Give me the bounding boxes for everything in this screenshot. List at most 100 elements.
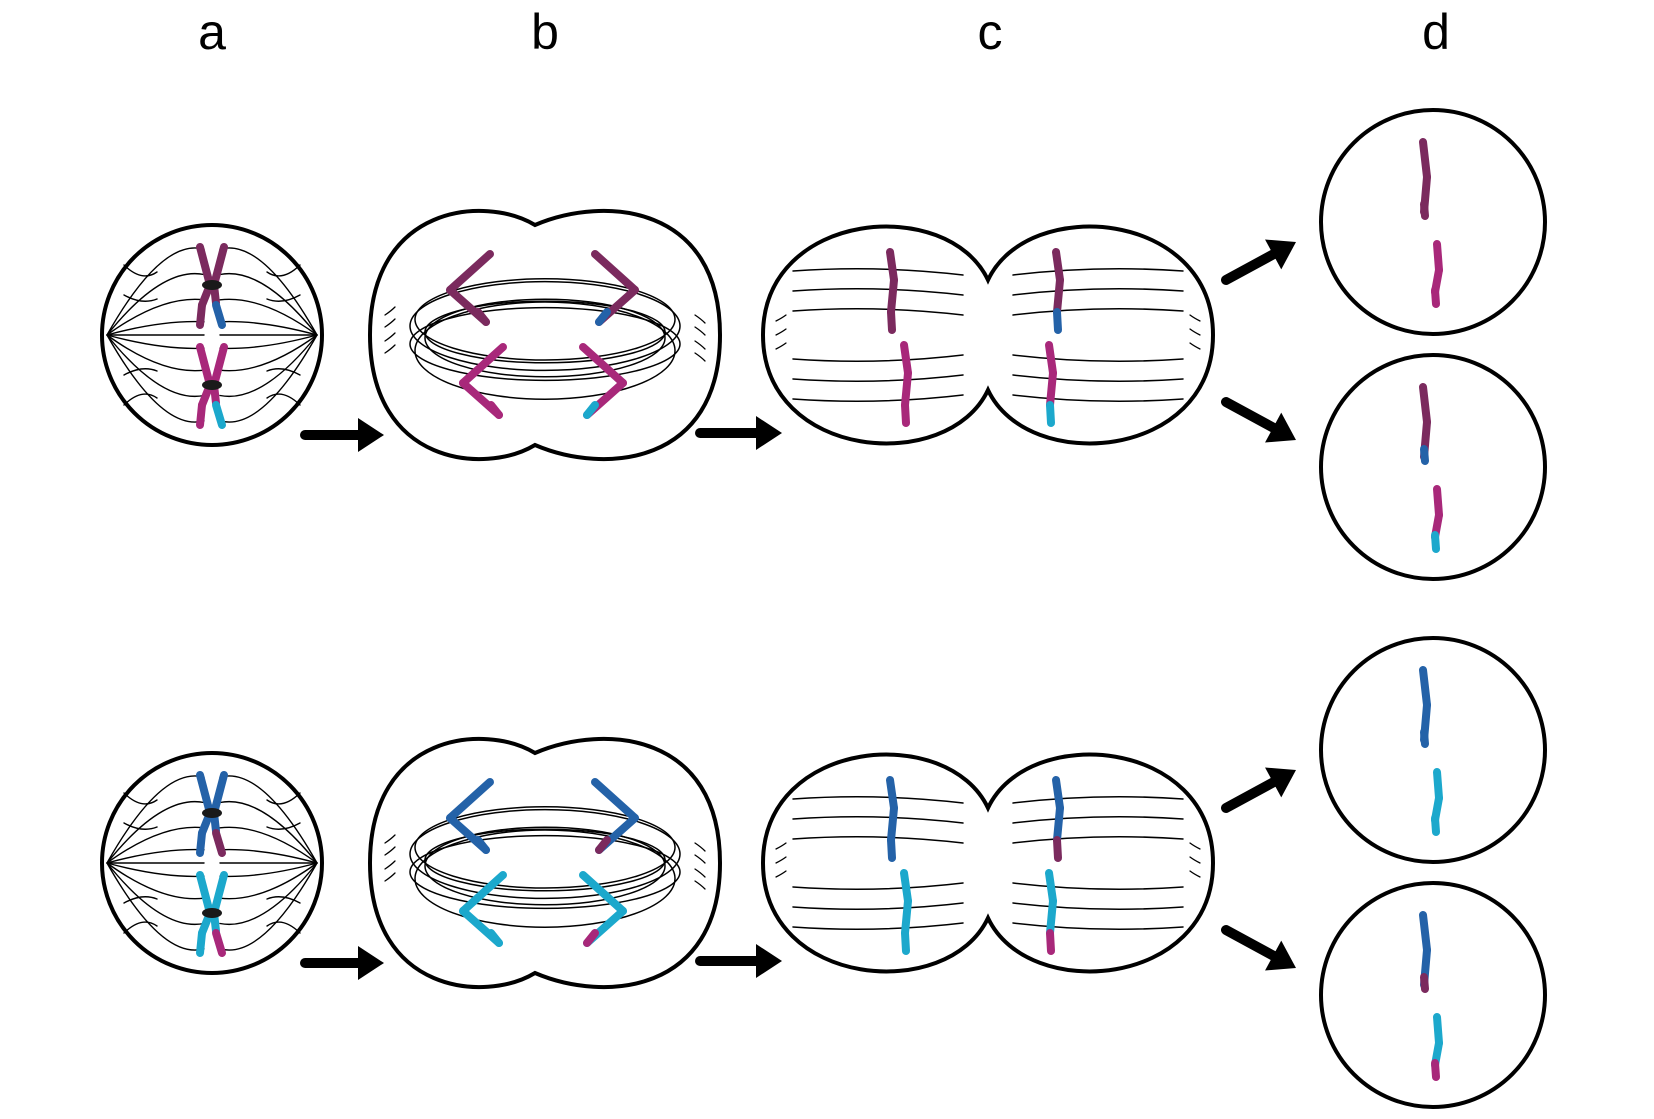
- spindle-fiber: [106, 320, 205, 336]
- chromosome-bottom: [196, 871, 228, 957]
- chromosome-left-top: [446, 250, 494, 326]
- arrow-head: [358, 946, 384, 980]
- chromosome-arm: [1052, 776, 1064, 812]
- chromosome-arm: [459, 343, 507, 387]
- row-top: [100, 108, 1547, 581]
- spindle-fiber: [106, 862, 205, 878]
- spindle-pole-fiber: [384, 318, 396, 328]
- chromosome-tip: [1420, 973, 1429, 993]
- spindle-pole-fiber: [775, 342, 787, 350]
- chromosome-tip: [1431, 531, 1440, 553]
- spindle-fiber: [106, 862, 205, 951]
- chromosome-arm: [446, 778, 494, 822]
- spindle-fiber: [123, 264, 158, 277]
- chromosome-arm: [446, 250, 494, 294]
- spindle-fiber: [106, 826, 205, 864]
- chromosome-arm: [900, 869, 912, 905]
- chromosome-right-top: [591, 778, 639, 854]
- spindle-ring: [414, 829, 676, 928]
- spindle-ring: [424, 298, 666, 378]
- spindle-fiber: [106, 800, 205, 864]
- chromosome-tip: [487, 929, 503, 947]
- spindle-fiber: [1012, 922, 1184, 930]
- chromosome-tip: [583, 929, 599, 947]
- spindle-pole-fiber: [1189, 856, 1201, 864]
- spindle-fiber: [106, 862, 205, 926]
- arrow-c-to-d-lower: [1221, 925, 1296, 971]
- stage-label-c: c: [977, 4, 1003, 60]
- cell-membrane: [100, 751, 324, 975]
- spindle-fiber: [123, 393, 158, 406]
- chromosome-arm: [901, 897, 912, 937]
- chromosome-arm: [900, 341, 912, 377]
- spindle-fiber: [219, 247, 318, 336]
- chromosome-arm: [1419, 138, 1431, 181]
- centromere: [202, 808, 222, 818]
- chromosome-tip: [595, 308, 611, 326]
- chromosomes: [1419, 138, 1443, 308]
- spindle-fiber: [219, 800, 318, 864]
- spindle-fiber: [219, 826, 318, 864]
- cell-membrane: [1319, 353, 1547, 581]
- anaphase-cell: [367, 736, 723, 990]
- chromatid-arm: [210, 871, 228, 917]
- chromosome-tip: [487, 401, 503, 419]
- chromosome-left-bottom: [900, 869, 912, 955]
- chromosomes: [1419, 383, 1443, 553]
- stage-label-d: d: [1422, 4, 1450, 60]
- chromosome-left-top: [886, 248, 898, 334]
- daughter-cell-upper: [1319, 636, 1547, 864]
- metaphase-cell: [100, 751, 324, 975]
- arrow-shaft: [1221, 397, 1279, 433]
- arrow-c-to-d-upper: [1221, 239, 1296, 285]
- spindle-ring: [414, 806, 676, 889]
- chromosome-arm: [1053, 276, 1064, 316]
- spindle-pole-fiber: [775, 870, 787, 878]
- chromosome-arm: [1419, 666, 1431, 709]
- spindle-fiber: [123, 792, 158, 805]
- chromosome-left-top: [446, 778, 494, 854]
- spindle-fiber: [106, 334, 205, 372]
- spindle-ring: [414, 278, 676, 361]
- chromosome-tip: [474, 836, 490, 854]
- spindle-fiber: [1012, 816, 1184, 824]
- spindle-fiber: [219, 272, 318, 336]
- spindle-fiber: [106, 848, 205, 864]
- spindle-pole-fiber: [384, 332, 396, 342]
- spindle-pole-fiber: [1189, 870, 1201, 878]
- chromatid-arm: [196, 301, 206, 329]
- cell-membrane: [100, 223, 324, 447]
- spindle-fiber: [1012, 308, 1184, 316]
- arrow-b-to-c: [695, 944, 782, 978]
- chromatid-arm: [196, 243, 214, 289]
- cell-membrane: [760, 224, 1216, 446]
- row-bottom: [100, 636, 1547, 1109]
- spindle-fiber: [1012, 374, 1184, 382]
- chromatid-arm-recombined: [212, 301, 226, 329]
- chromosomes: [1419, 911, 1443, 1081]
- spindle-pole-fiber: [384, 344, 396, 354]
- chromosome-tip: [901, 401, 910, 427]
- spindle-fiber: [266, 368, 301, 376]
- chromosome-tip: [901, 929, 910, 955]
- chromosome-arm: [1045, 341, 1057, 377]
- spindle-fiber: [219, 334, 318, 423]
- spindle-fiber: [792, 922, 964, 930]
- spindle-fiber: [1012, 268, 1184, 276]
- spindle-fiber: [219, 862, 318, 951]
- chromosome-arm: [459, 871, 507, 915]
- chromosome-arm: [886, 776, 898, 812]
- spindle-pole-fiber: [775, 328, 787, 336]
- spindle-pole-fiber: [694, 340, 706, 350]
- daughter-cell-lower: [1319, 353, 1547, 581]
- spindle-ring: [424, 826, 666, 906]
- spindle-fiber: [106, 334, 205, 398]
- chromosome-tip: [1046, 929, 1055, 955]
- chromosomes: [1419, 666, 1443, 836]
- chromosome-arm: [1419, 383, 1431, 426]
- spindle-fiber: [1012, 796, 1184, 804]
- spindle-fiber: [106, 775, 205, 864]
- spindle-fiber: [792, 882, 964, 890]
- spindle-fiber: [219, 775, 318, 864]
